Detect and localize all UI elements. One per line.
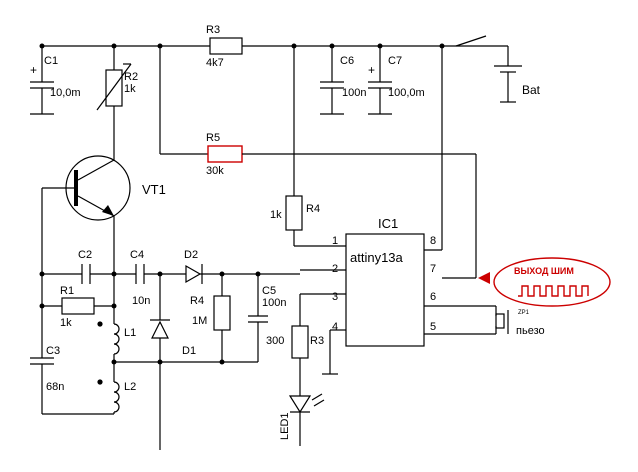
resistor-r3: R3 4k7 [206,24,243,69]
l1-label: L1 [124,327,136,339]
zp1-label: ZP1 [518,310,530,316]
capacitor-c1: + C1 10,0m [30,46,81,115]
pin5-label: 5 [430,321,436,333]
transistor-vt1: VT1 [41,155,166,324]
ic1-label: IC1 [378,216,398,231]
pin4-label: 4 [332,321,338,333]
resistor-r5: R5 30k [159,46,477,279]
c4-value: 10n [132,295,150,307]
r1-value: 1k [60,317,72,329]
c5-value: 100n [262,297,286,309]
c6-value: 100n [342,87,366,99]
pin4-ground [322,329,346,375]
c2-label: C2 [78,249,92,261]
c3-value: 68n [46,381,64,393]
resistor-r4-mid: R4 1M [190,274,231,362]
resistor-r3-bottom: 300 R3 [266,293,346,396]
piezo-label: пьезо [516,325,545,337]
ground-rail [42,361,258,415]
led1: LED1 [279,393,325,446]
r3-value: 4k7 [206,57,224,69]
pin8-wire [424,46,443,251]
r4-top-value: 1k [270,209,282,221]
led1-label: LED1 [279,412,291,440]
r3-bottom-label: R3 [310,335,324,347]
pin2-label: 2 [332,263,338,275]
diode-d1: D1 [150,274,196,450]
inductor-l2: L2 [97,379,136,414]
piezo-zp1: ZP1 пьезо [424,305,545,337]
r2-label: R2 [124,71,138,83]
c1-value: 10,0m [50,87,81,99]
c1-label: C1 [44,55,58,67]
l2-label: L2 [124,381,136,393]
diode-d2: D2 [184,249,203,284]
c7-value: 100,0m [388,87,425,99]
c3-label: C3 [46,345,60,357]
r1-label: R1 [60,285,74,297]
bat-label: Bat [522,83,541,97]
r2-value: 1k [124,83,136,95]
pwm-label: ВЫХОД ШИМ [514,266,574,276]
c7-label: C7 [388,55,402,67]
pin6-label: 6 [430,291,436,303]
capacitor-c7: + C7 100,0m [368,46,425,115]
resistor-r2: R2 1k [96,46,138,160]
resistor-r4-top: R4 1k [270,46,346,247]
resistor-r1: R1 1k [42,285,114,329]
capacitor-c4: C4 10n [130,249,150,307]
inductor-l1: L1 [97,321,136,382]
capacitor-c3: C3 68n [30,278,64,414]
c5-label: C5 [262,285,276,297]
pwm-output-callout: ВЫХОД ШИМ [478,257,611,307]
c6-label: C6 [340,55,354,67]
r5-value: 30k [206,165,224,177]
ic1-attiny13a: IC1 attiny13a 1 2 3 4 5 6 7 8 [332,216,436,347]
d2-label: D2 [184,249,198,261]
c7-plus: + [368,63,375,77]
capacitor-c2: C2 [78,249,92,284]
capacitor-c6: C6 100n [320,46,366,115]
d1-label: D1 [182,345,196,357]
pin7-label: 7 [430,263,436,275]
c4-label: C4 [130,249,144,261]
battery: Bat [494,46,541,103]
r4-mid-label: R4 [190,295,204,307]
pin8-label: 8 [430,235,436,247]
r3-label: R3 [206,24,220,36]
power-switch [455,35,487,47]
vt1-label: VT1 [142,182,166,197]
r4-top-label: R4 [306,203,320,215]
ic1-part: attiny13a [350,250,404,265]
r5-label: R5 [206,132,220,144]
r4-mid-value: 1M [192,315,207,327]
pin1-label: 1 [332,235,338,247]
r3-bottom-value: 300 [266,335,284,347]
c1-plus: + [30,63,37,77]
junction-dots [39,43,445,365]
capacitor-c5: C5 100n [248,274,286,362]
pin3-label: 3 [332,291,338,303]
